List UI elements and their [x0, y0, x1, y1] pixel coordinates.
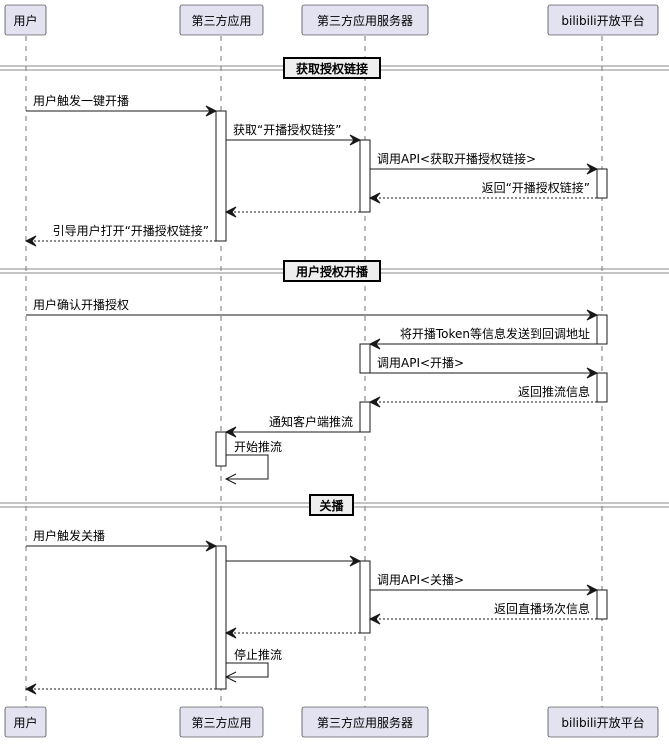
- section-divider-2: 关播: [0, 494, 669, 516]
- message-5: 引导用户打开“开播授权链接”: [24, 223, 216, 247]
- participant-top-2: 第三方应用服务器: [301, 4, 429, 36]
- participant-bottom-3: bilibili开放平台: [547, 706, 659, 738]
- participant-box: [301, 706, 429, 738]
- arrow-head-icon: [368, 396, 381, 408]
- section-label: 关播: [319, 498, 344, 513]
- activation-bar: [359, 401, 371, 433]
- activation-bar: [215, 545, 227, 690]
- participant-label: 第三方应用服务器: [317, 13, 413, 28]
- message-label: 用户触发一键开播: [33, 93, 129, 108]
- message-4: [224, 206, 360, 218]
- message-10: 通知客户端推流: [224, 414, 360, 438]
- participant-label: 第三方应用服务器: [317, 715, 413, 730]
- message-13: [226, 555, 362, 567]
- activation-bar: [596, 314, 608, 345]
- message-label: 开始推流: [234, 440, 282, 454]
- self-message-line: [226, 454, 269, 480]
- self-message-line: [226, 662, 269, 678]
- participant-label: bilibili开放平台: [561, 13, 644, 28]
- message-label: 将开播Token等信息发送到回调地址: [400, 326, 590, 341]
- participant-top-1: 第三方应用: [179, 4, 264, 36]
- arrow-head-icon: [349, 555, 362, 567]
- message-8: 调用API<开播>: [370, 356, 599, 379]
- message-2: 调用API<获取开播授权链接>: [370, 151, 599, 175]
- activation-bar: [215, 110, 227, 242]
- participant-label: 用户: [13, 715, 37, 730]
- message-label: 用户触发关播: [33, 528, 105, 543]
- message-label: 获取“开播授权链接”: [233, 122, 341, 137]
- message-18: [24, 683, 216, 695]
- message-15: 返回直播场次信息: [368, 601, 597, 625]
- participant-bottom-0: 用户: [4, 706, 47, 738]
- participant-box: [547, 4, 659, 36]
- message-16: [224, 627, 360, 639]
- message-label: 返回直播场次信息: [494, 601, 590, 616]
- arrow-head-icon: [205, 540, 218, 552]
- section-label: 用户授权开播: [295, 264, 369, 279]
- arrow-head-icon: [224, 671, 237, 683]
- activation-bar: [359, 560, 371, 634]
- activation-bar: [596, 589, 608, 620]
- participant-bottom-1: 第三方应用: [179, 706, 264, 738]
- message-11: 开始推流: [224, 440, 282, 485]
- arrow-head-icon: [224, 627, 237, 639]
- message-label: 引导用户打开“开播授权链接”: [53, 223, 209, 238]
- activation-bar: [359, 139, 371, 213]
- participant-label: 用户: [13, 13, 37, 28]
- participant-top-3: bilibili开放平台: [547, 4, 659, 36]
- arrow-head-icon: [224, 206, 237, 218]
- message-9: 返回推流信息: [368, 384, 597, 408]
- participant-label: 第三方应用: [191, 13, 251, 28]
- participant-label: bilibili开放平台: [561, 715, 644, 730]
- participant-box: [179, 706, 264, 738]
- message-label: 通知客户端推流: [269, 414, 353, 429]
- activation-bar: [596, 168, 608, 199]
- arrow-head-icon: [24, 235, 37, 247]
- message-label: 停止推流: [234, 647, 282, 662]
- arrow-head-icon: [368, 338, 381, 350]
- participant-box: [4, 706, 47, 738]
- participant-top-0: 用户: [4, 4, 47, 36]
- message-label: 返回推流信息: [518, 384, 590, 399]
- arrow-head-icon: [349, 134, 362, 146]
- message-label: 调用API<获取开播授权链接>: [377, 151, 536, 166]
- participant-box: [547, 706, 659, 738]
- message-0: 用户触发一键开播: [26, 93, 218, 117]
- message-label: 返回“开播授权链接”: [482, 180, 590, 195]
- section-label-box: [309, 494, 354, 516]
- arrow-head-icon: [586, 163, 599, 175]
- arrow-head-icon: [586, 309, 599, 321]
- activation-bar: [215, 431, 227, 467]
- activation-bar: [359, 343, 371, 374]
- message-7: 将开播Token等信息发送到回调地址: [368, 326, 597, 350]
- message-3: 返回“开播授权链接”: [368, 180, 597, 204]
- message-17: 停止推流: [224, 647, 282, 683]
- message-label: 调用API<关播>: [377, 573, 464, 587]
- message-14: 调用API<关播>: [370, 573, 599, 596]
- participant-box: [301, 4, 429, 36]
- participant-box: [179, 4, 264, 36]
- message-label: 用户确认开播授权: [33, 297, 129, 312]
- section-label-box: [283, 260, 381, 282]
- arrow-head-icon: [24, 683, 37, 695]
- arrow-head-icon: [224, 473, 237, 485]
- arrow-head-icon: [586, 584, 599, 596]
- participant-box: [4, 4, 47, 36]
- message-6: 用户确认开播授权: [26, 297, 599, 321]
- arrow-head-icon: [368, 192, 381, 204]
- message-1: 获取“开播授权链接”: [226, 122, 362, 146]
- arrow-head-icon: [205, 105, 218, 117]
- section-label: 获取授权链接: [295, 61, 368, 76]
- arrow-head-icon: [586, 367, 599, 379]
- arrow-head-icon: [368, 613, 381, 625]
- message-12: 用户触发关播: [26, 528, 218, 552]
- arrow-head-icon: [224, 426, 237, 438]
- section-divider-0: 获取授权链接: [0, 57, 669, 79]
- participant-bottom-2: 第三方应用服务器: [301, 706, 429, 738]
- section-divider-1: 用户授权开播: [0, 260, 669, 282]
- message-label: 调用API<开播>: [377, 356, 464, 370]
- section-label-box: [283, 57, 381, 79]
- participant-label: 第三方应用: [191, 715, 251, 730]
- activation-bar: [596, 372, 608, 403]
